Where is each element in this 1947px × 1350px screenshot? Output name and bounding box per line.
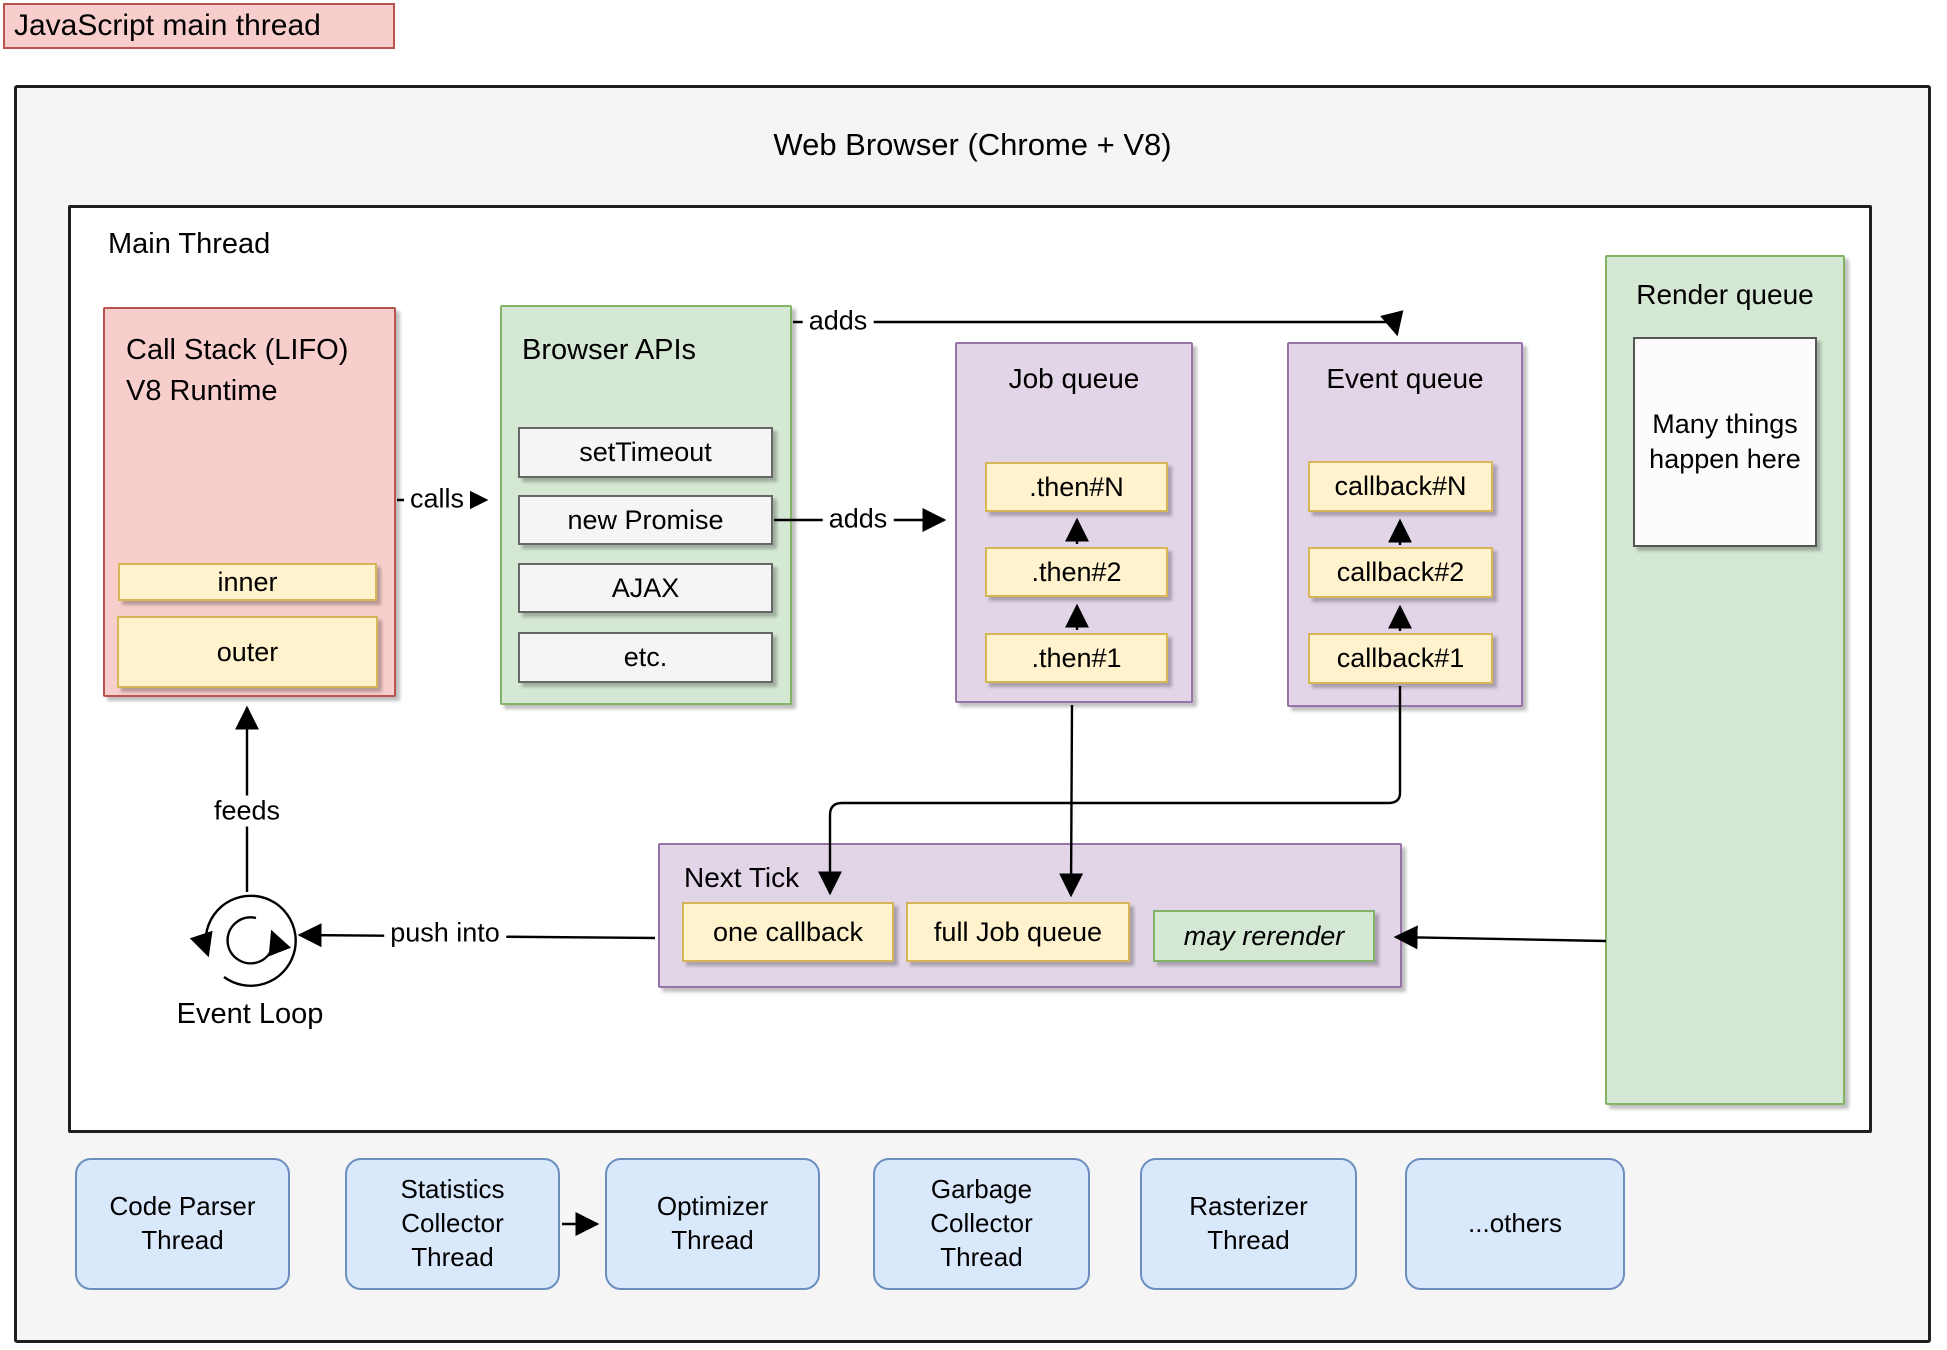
adds-to-job-queue-edge-label: adds: [822, 503, 894, 535]
javascript-main-thread-text: JavaScript main thread: [14, 9, 321, 42]
job-then-n: .then#N: [985, 462, 1168, 512]
optimizer-thread-box: Optimizer Thread: [605, 1158, 820, 1290]
browser-apis-title: Browser APIs: [522, 334, 697, 366]
next-tick-full-job-queue: full Job queue: [906, 902, 1130, 962]
web-browser-title: Web Browser (Chrome + V8): [773, 127, 1172, 162]
call-stack-frame-outer: outer: [117, 616, 378, 688]
job-queue-title: Job queue: [1008, 363, 1140, 394]
javascript-main-thread-label: JavaScript main thread: [3, 3, 395, 49]
job-then-2: .then#2: [985, 547, 1168, 597]
render-queue-title: Render queue: [1636, 279, 1814, 310]
event-queue-title: Event queue: [1326, 363, 1484, 394]
job-then-1: .then#1: [985, 633, 1168, 683]
event-callback-n: callback#N: [1308, 461, 1493, 512]
code-parser-thread-box: Code Parser Thread: [75, 1158, 290, 1290]
event-loop-label: Event Loop: [176, 997, 324, 1030]
api-new-promise: new Promise: [518, 495, 773, 545]
statistics-collector-thread-box: Statistics Collector Thread: [345, 1158, 560, 1290]
push-into-edge-label: push into: [384, 917, 506, 949]
garbage-collector-thread-box: Garbage Collector Thread: [873, 1158, 1090, 1290]
feeds-edge-label: feeds: [207, 795, 287, 827]
adds-to-event-queue-edge-label: adds: [802, 305, 874, 337]
next-tick-may-rerender: may rerender: [1153, 910, 1375, 962]
api-etc: etc.: [518, 632, 773, 683]
api-settimeout: setTimeout: [518, 427, 773, 478]
event-callback-1: callback#1: [1308, 633, 1493, 684]
calls-edge-label: calls: [403, 483, 471, 515]
call-stack-frame-inner: inner: [118, 563, 377, 601]
next-tick-title: Next Tick: [684, 862, 800, 893]
next-tick-one-callback: one callback: [682, 902, 894, 962]
call-stack-title: Call Stack (LIFO) V8 Runtime: [126, 334, 349, 407]
main-thread-title: Main Thread: [108, 228, 271, 260]
render-queue-note: Many things happen here: [1633, 337, 1817, 547]
rasterizer-thread-box: Rasterizer Thread: [1140, 1158, 1357, 1290]
api-ajax: AJAX: [518, 563, 773, 613]
others-thread-box: ...others: [1405, 1158, 1625, 1290]
event-callback-2: callback#2: [1308, 547, 1493, 598]
